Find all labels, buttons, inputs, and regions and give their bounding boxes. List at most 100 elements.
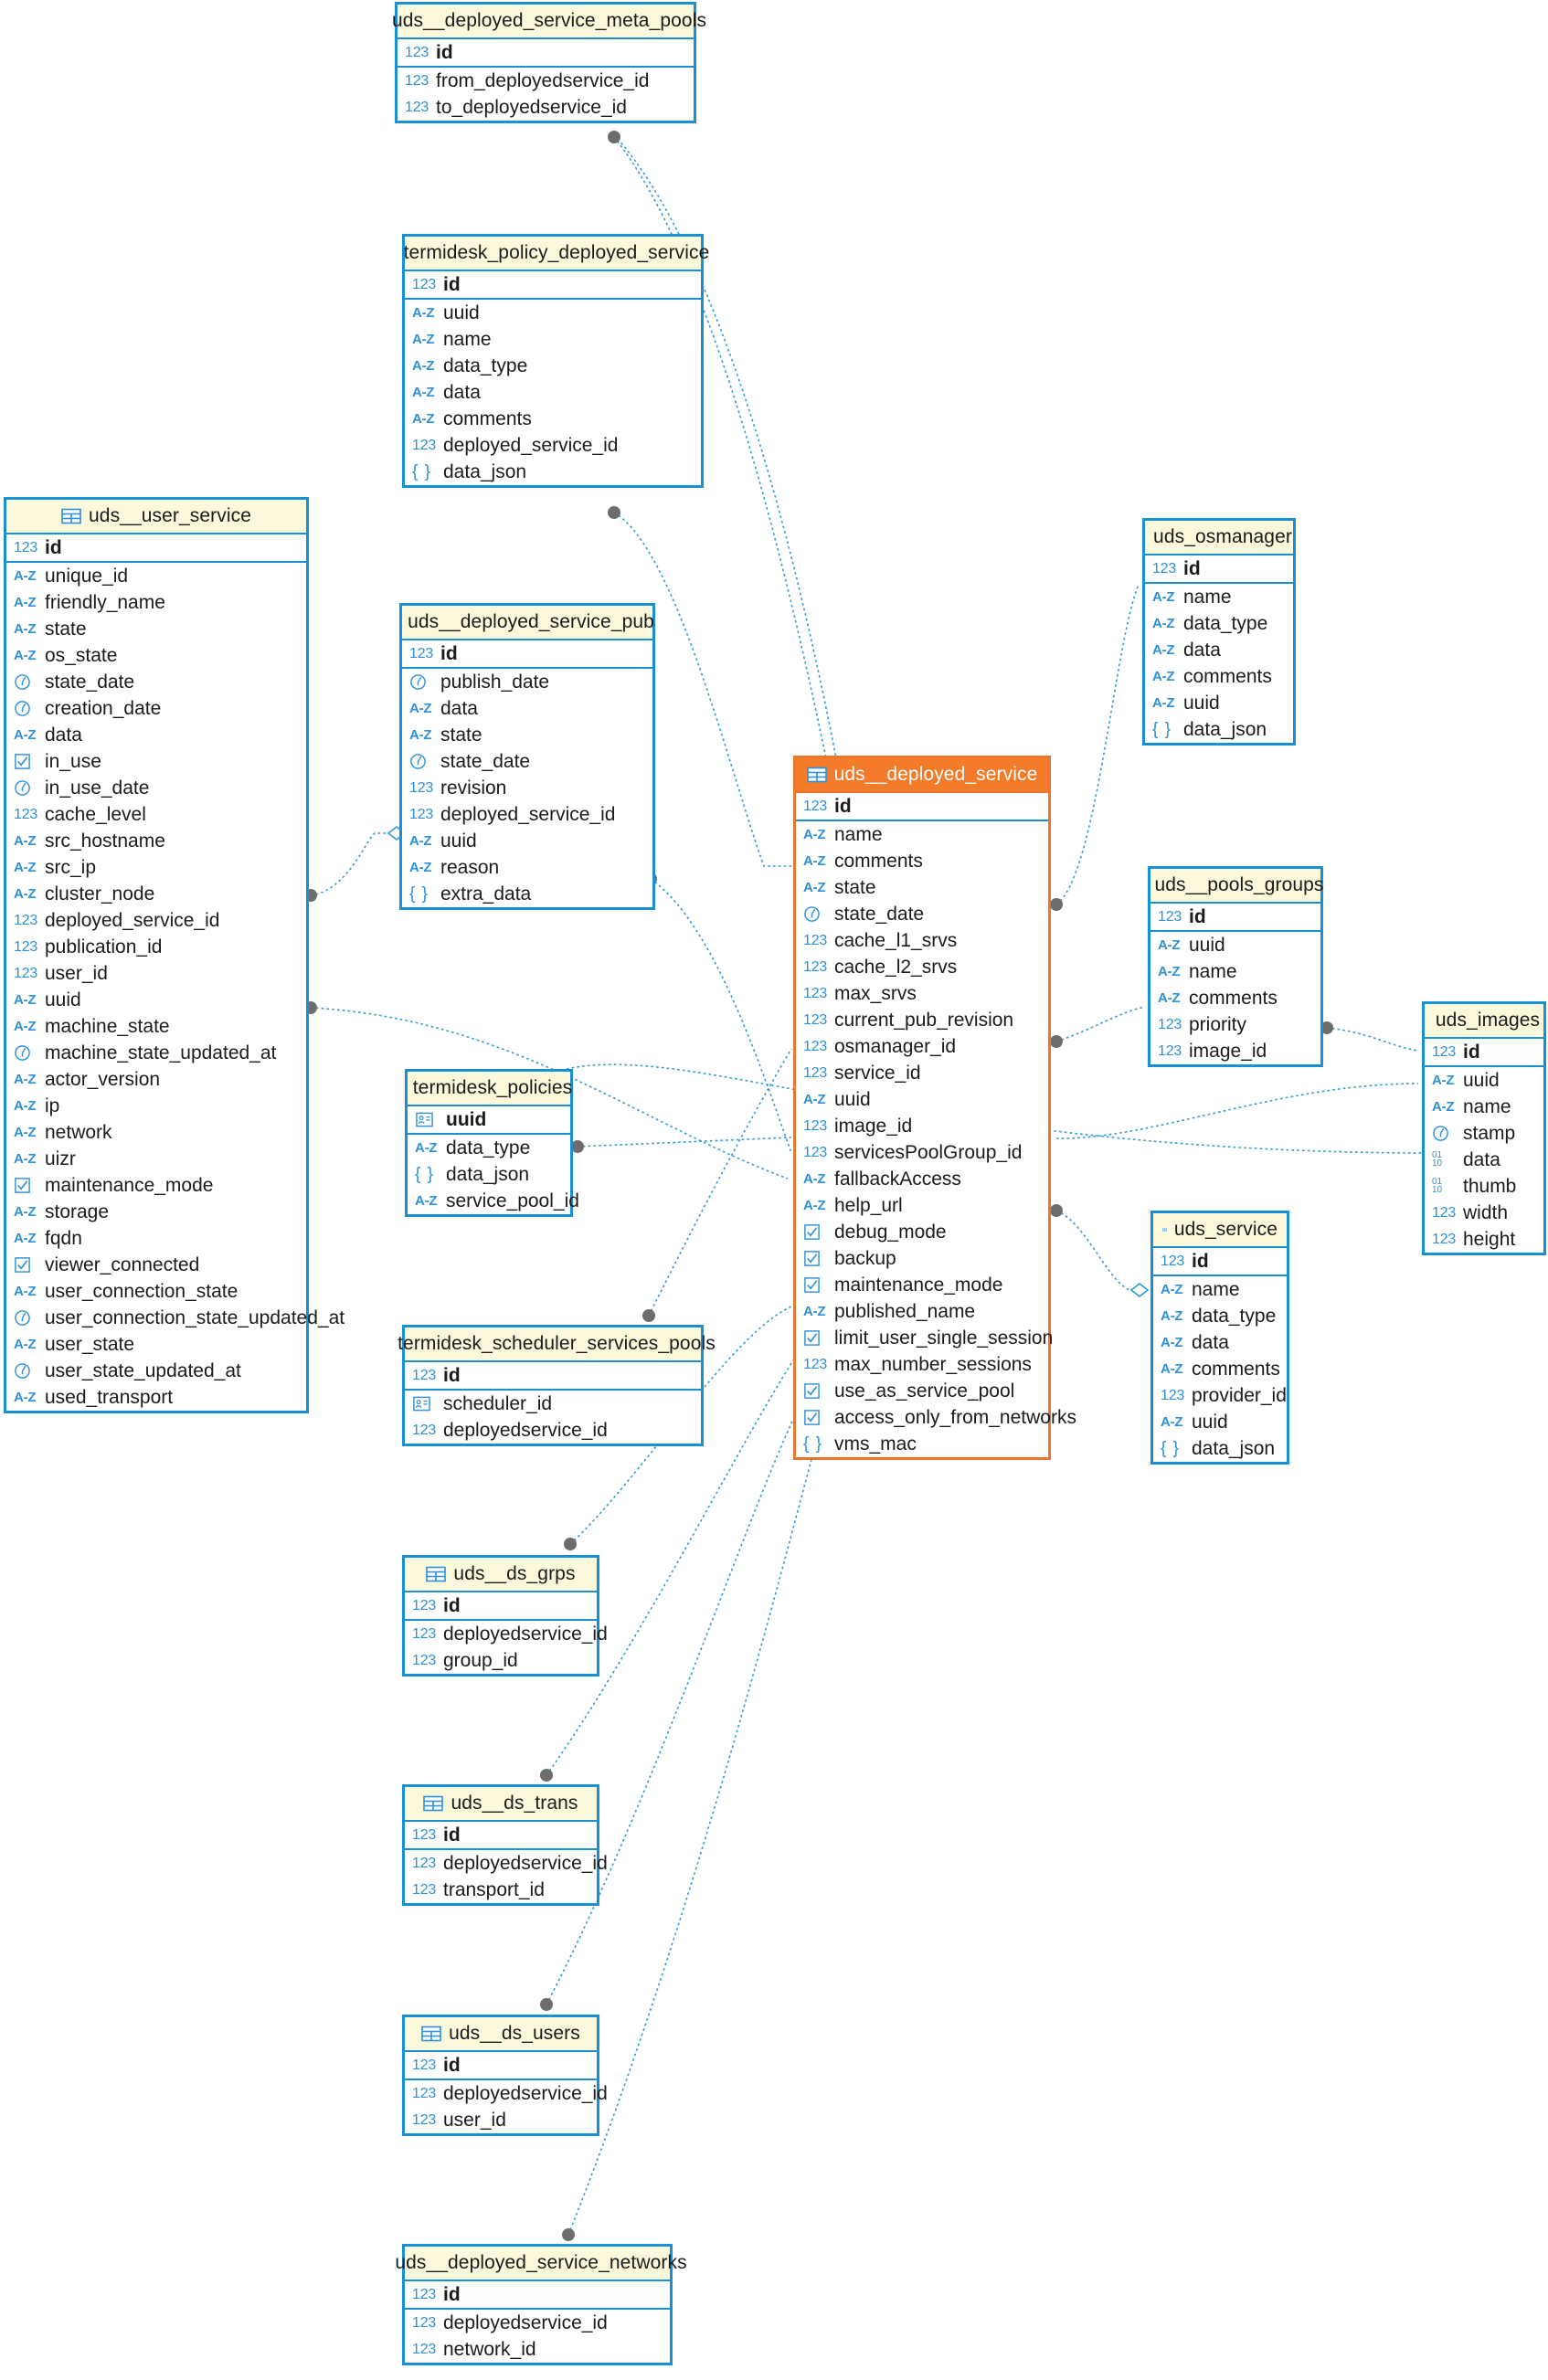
column-row[interactable]: state_date (6, 669, 306, 695)
column-row[interactable]: user_state_updated_at (6, 1358, 306, 1384)
table-header[interactable]: uds__pools_groups (1150, 869, 1323, 904)
column-row[interactable]: in_use_date (6, 775, 306, 801)
table-header[interactable]: uds_osmanager (1145, 521, 1293, 555)
column-row[interactable]: state_date (402, 748, 652, 775)
table-header[interactable]: uds__ds_grps (405, 1558, 597, 1592)
column-row[interactable]: machine_state_updated_at (6, 1040, 306, 1066)
column-row[interactable]: debug_mode (796, 1219, 1048, 1245)
column-row[interactable]: limit_user_single_session (796, 1325, 1053, 1351)
column-row[interactable]: viewer_connected (6, 1252, 306, 1278)
table-header[interactable]: uds__user_service (6, 500, 306, 534)
column-row[interactable]: use_as_service_pool (796, 1378, 1048, 1404)
column-row[interactable]: in_use (6, 748, 306, 775)
table-header[interactable]: uds__ds_trans (405, 1787, 597, 1822)
primary-key-row[interactable]: uuid (408, 1106, 570, 1133)
column-row[interactable]: { }data_json (1153, 1435, 1287, 1462)
column-row[interactable]: access_only_from_networks (796, 1404, 1076, 1431)
table-header[interactable]: termidesk_scheduler_services_pools (398, 1328, 716, 1362)
column-row[interactable]: { }data_json (408, 1161, 570, 1188)
column-row[interactable]: backup (796, 1245, 1048, 1272)
column-row[interactable]: state_date (796, 901, 1048, 927)
table-header[interactable]: uds__ds_users (405, 2017, 597, 2052)
table-header[interactable]: uds__deployed_service_meta_pools (392, 5, 706, 39)
table-header[interactable]: termidesk_policies (408, 1072, 572, 1106)
column-row[interactable]: creation_date (6, 695, 306, 722)
column-row[interactable]: maintenance_mode (796, 1272, 1048, 1298)
column-row[interactable]: maintenance_mode (6, 1172, 306, 1199)
column-row[interactable]: user_connection_state_updated_at (6, 1305, 345, 1331)
